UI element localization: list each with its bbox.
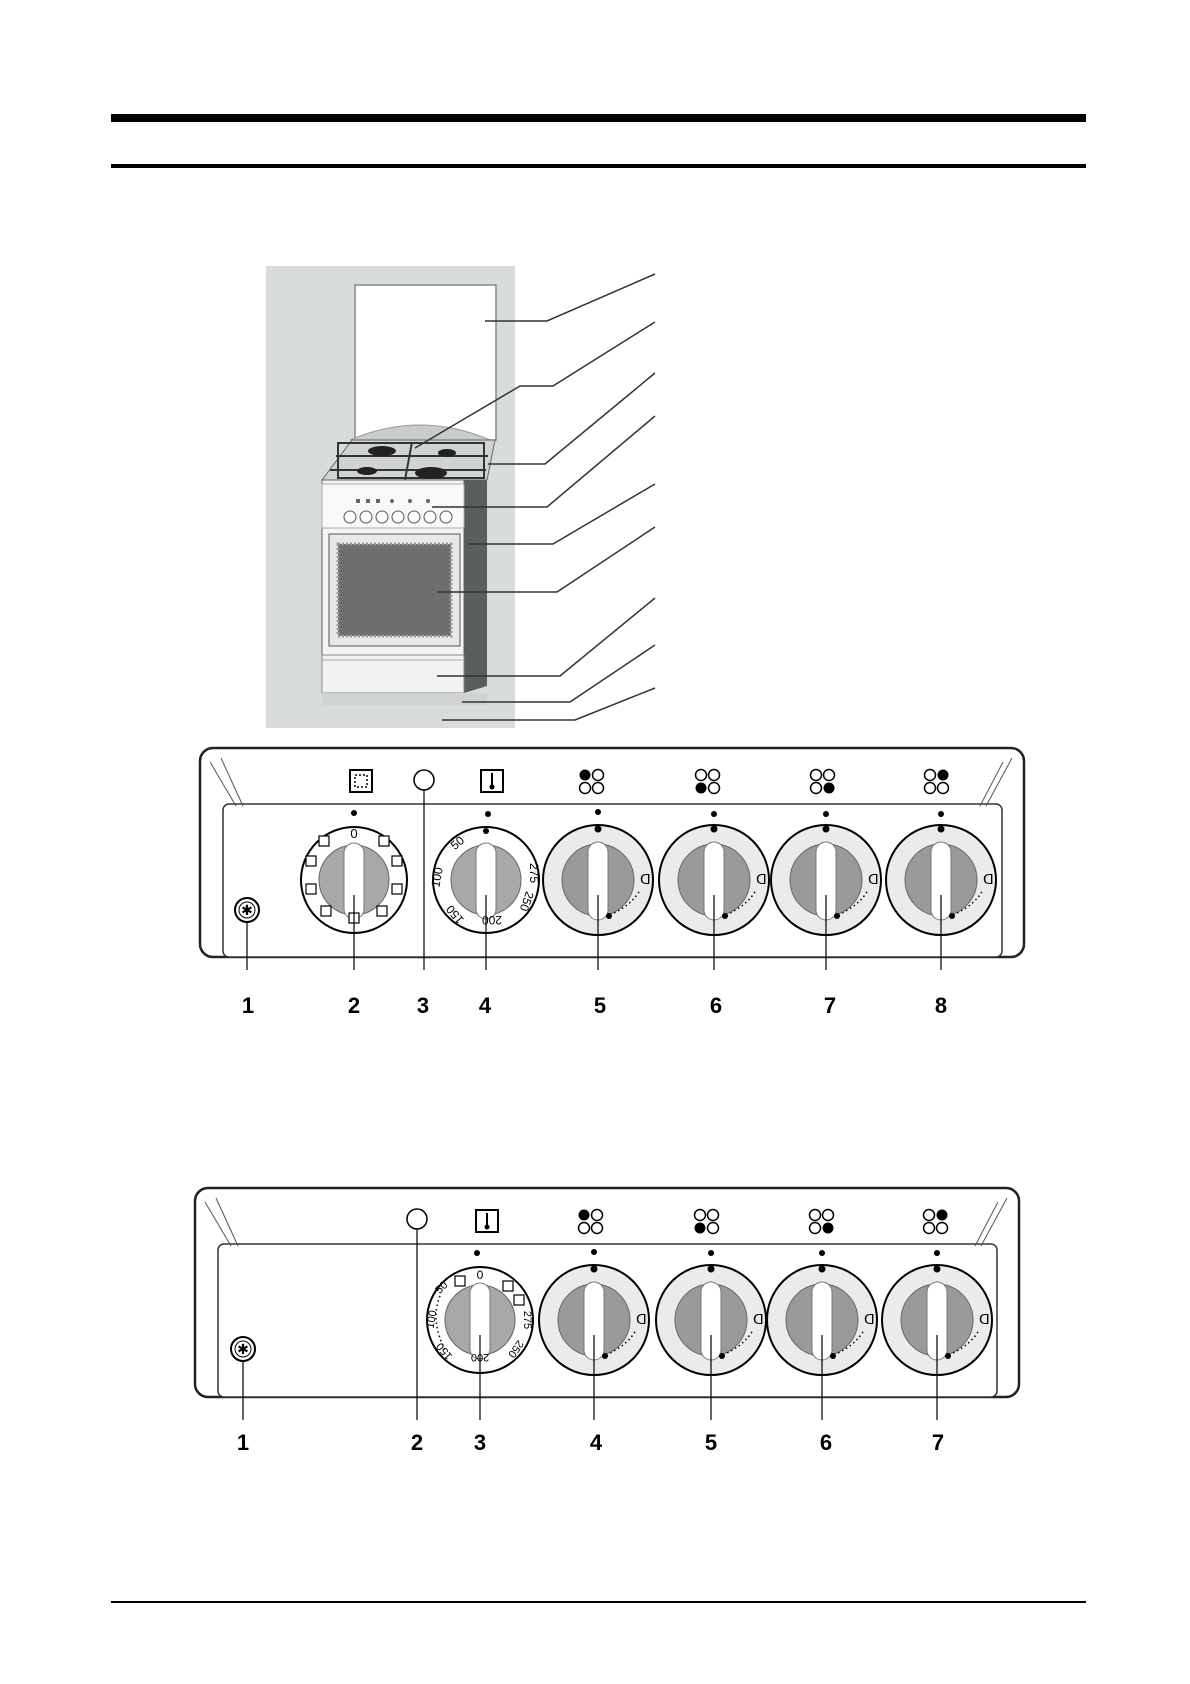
svg-text:ᗡ: ᗡ [983,871,994,887]
burner-knob-2-rear-right: ᗡ [881,1264,993,1376]
panel1-callout-1: 1 [241,993,255,1018]
burner-knob-1-rear-right: ᗡ [885,824,997,936]
leader-lines [414,273,656,721]
burner-symbol-2-rear-left [577,1208,604,1235]
burner-symbol-2-front-left [693,1208,720,1235]
footer-rule [111,1601,1086,1603]
control-panel-1: ✱ 0 50 100 150 200 250 275 ᗡ [198,746,1026,970]
svg-text:100: 100 [428,866,445,888]
thermostat-knob-1: 50 100 150 200 250 275 [428,826,541,934]
cooker-body-side [464,480,487,693]
burner-symbol-rear-right [923,768,950,795]
burner-knob-2-front-right: ᗡ [766,1264,878,1376]
cooker-illustration [266,266,656,728]
panel1-callout-8: 8 [934,993,948,1018]
illustration-panel-symbols [356,499,430,503]
oven-function-knob-1: 0 [300,826,408,934]
panel2-callout-lines [242,1229,938,1420]
panel1-callout-5: 5 [593,993,607,1018]
lid-hinge [349,424,491,441]
burner-symbol-2-front-right [808,1208,835,1235]
oven-function-symbol [349,769,373,793]
panel2-callout-1: 1 [236,1430,250,1455]
header-rule-thick [111,114,1086,122]
svg-text:200: 200 [482,913,502,927]
burner-knob-2-front-left: ᗡ [655,1264,767,1376]
thermostat-knob-2: 0 50 100 150 200 250 275 [425,1266,534,1374]
panel2-callout-5: 5 [704,1430,718,1455]
burner-knob-1-front-right: ᗡ [770,824,882,936]
oven-door-glass [336,542,453,638]
svg-text:ᗡ: ᗡ [756,871,767,887]
indicator-lamp [413,769,435,791]
svg-text:0: 0 [350,826,357,841]
panel2-callout-4: 4 [589,1430,603,1455]
svg-text:ᗡ: ᗡ [636,1311,647,1327]
panel1-callout-6: 6 [709,993,723,1018]
pan-supports [330,441,488,481]
panel2-callout-2: 2 [410,1430,424,1455]
svg-text:ᗡ: ᗡ [868,871,879,887]
cooker-plinth [322,693,487,705]
panel2-callout-6: 6 [819,1430,833,1455]
svg-text:ᗡ: ᗡ [753,1311,764,1327]
svg-text:275: 275 [521,1311,533,1329]
ignition-button-1: ✱ [234,897,260,923]
ignition-button-2: ✱ [230,1336,256,1362]
burner-knob-1-front-left: ᗡ [658,824,770,936]
panel2-callout-3: 3 [473,1430,487,1455]
burner-symbol-front-left [694,768,721,795]
header-rule-thin [111,164,1086,168]
burner-symbol-front-right [809,768,836,795]
svg-text:250: 250 [517,890,537,914]
svg-text:✱: ✱ [241,902,253,918]
control-panel-2: ✱ 0 50 100 150 200 250 275 ᗡ ᗡ [193,1186,1021,1420]
panel1-callout-4: 4 [478,993,492,1018]
panel1-callout-7: 7 [823,993,837,1018]
panel1-callout-lines [246,790,942,970]
burner-rear-right [438,449,456,457]
svg-text:ᗡ: ᗡ [640,871,651,887]
glass-lid [354,284,497,441]
burner-rear-left [368,446,396,456]
thermometer-symbol-2 [475,1209,499,1233]
svg-text:ᗡ: ᗡ [979,1311,990,1327]
burner-knob-1-rear-left: ᗡ [542,824,654,936]
panel1-callout-2: 2 [347,993,361,1018]
svg-text:275: 275 [527,863,541,883]
burner-symbol-rear-left [578,768,605,795]
svg-text:✱: ✱ [237,1341,249,1357]
thermometer-symbol [480,769,504,793]
burner-front-left [357,467,377,475]
illustration-knobs [343,510,453,524]
burner-front-right [415,467,447,479]
panel2-callout-7: 7 [931,1430,945,1455]
svg-text:ᗡ: ᗡ [864,1311,875,1327]
storage-drawer [321,654,465,694]
burner-symbol-2-rear-right [922,1208,949,1235]
indicator-lamp-2 [406,1208,428,1230]
svg-text:0: 0 [477,1268,484,1282]
panel1-callout-3: 3 [416,993,430,1018]
